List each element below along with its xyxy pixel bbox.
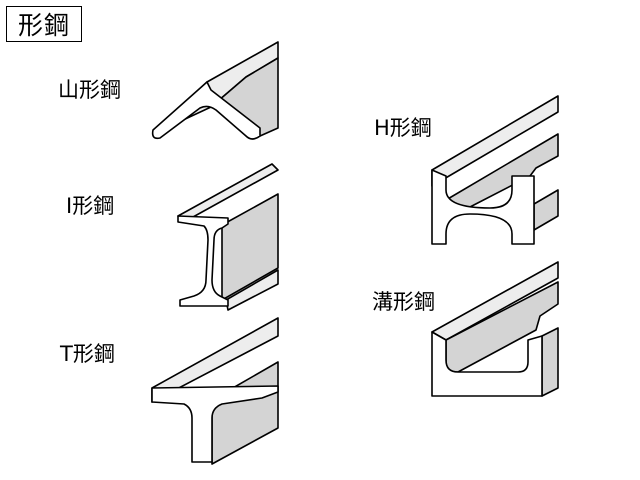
channel-end-face [431,331,543,397]
angle-end-face [151,81,261,140]
angle-steel-shape [151,41,279,140]
diagram-title: 形鋼 [6,6,82,42]
h-beam-shape [431,95,559,245]
label-t-beam: T形鋼 [60,342,115,366]
h-beam-end-face [431,169,535,245]
i-beam-end-face [177,215,229,307]
label-i-beam: I形鋼 [66,194,115,218]
channel-steel-shape [431,261,559,397]
i-beam-web-surface [221,193,279,301]
h-beam-lower-inner-surface [533,189,559,231]
t-beam-web-surface [211,361,279,465]
label-channel-steel: 溝形鋼 [372,290,435,314]
label-h-beam: H形鋼 [374,116,432,140]
channel-right-surface [541,327,559,397]
i-beam-shape [177,163,279,311]
t-beam-shape [151,317,279,465]
t-beam-end-face [151,385,279,463]
label-angle-steel: 山形鋼 [58,78,121,102]
